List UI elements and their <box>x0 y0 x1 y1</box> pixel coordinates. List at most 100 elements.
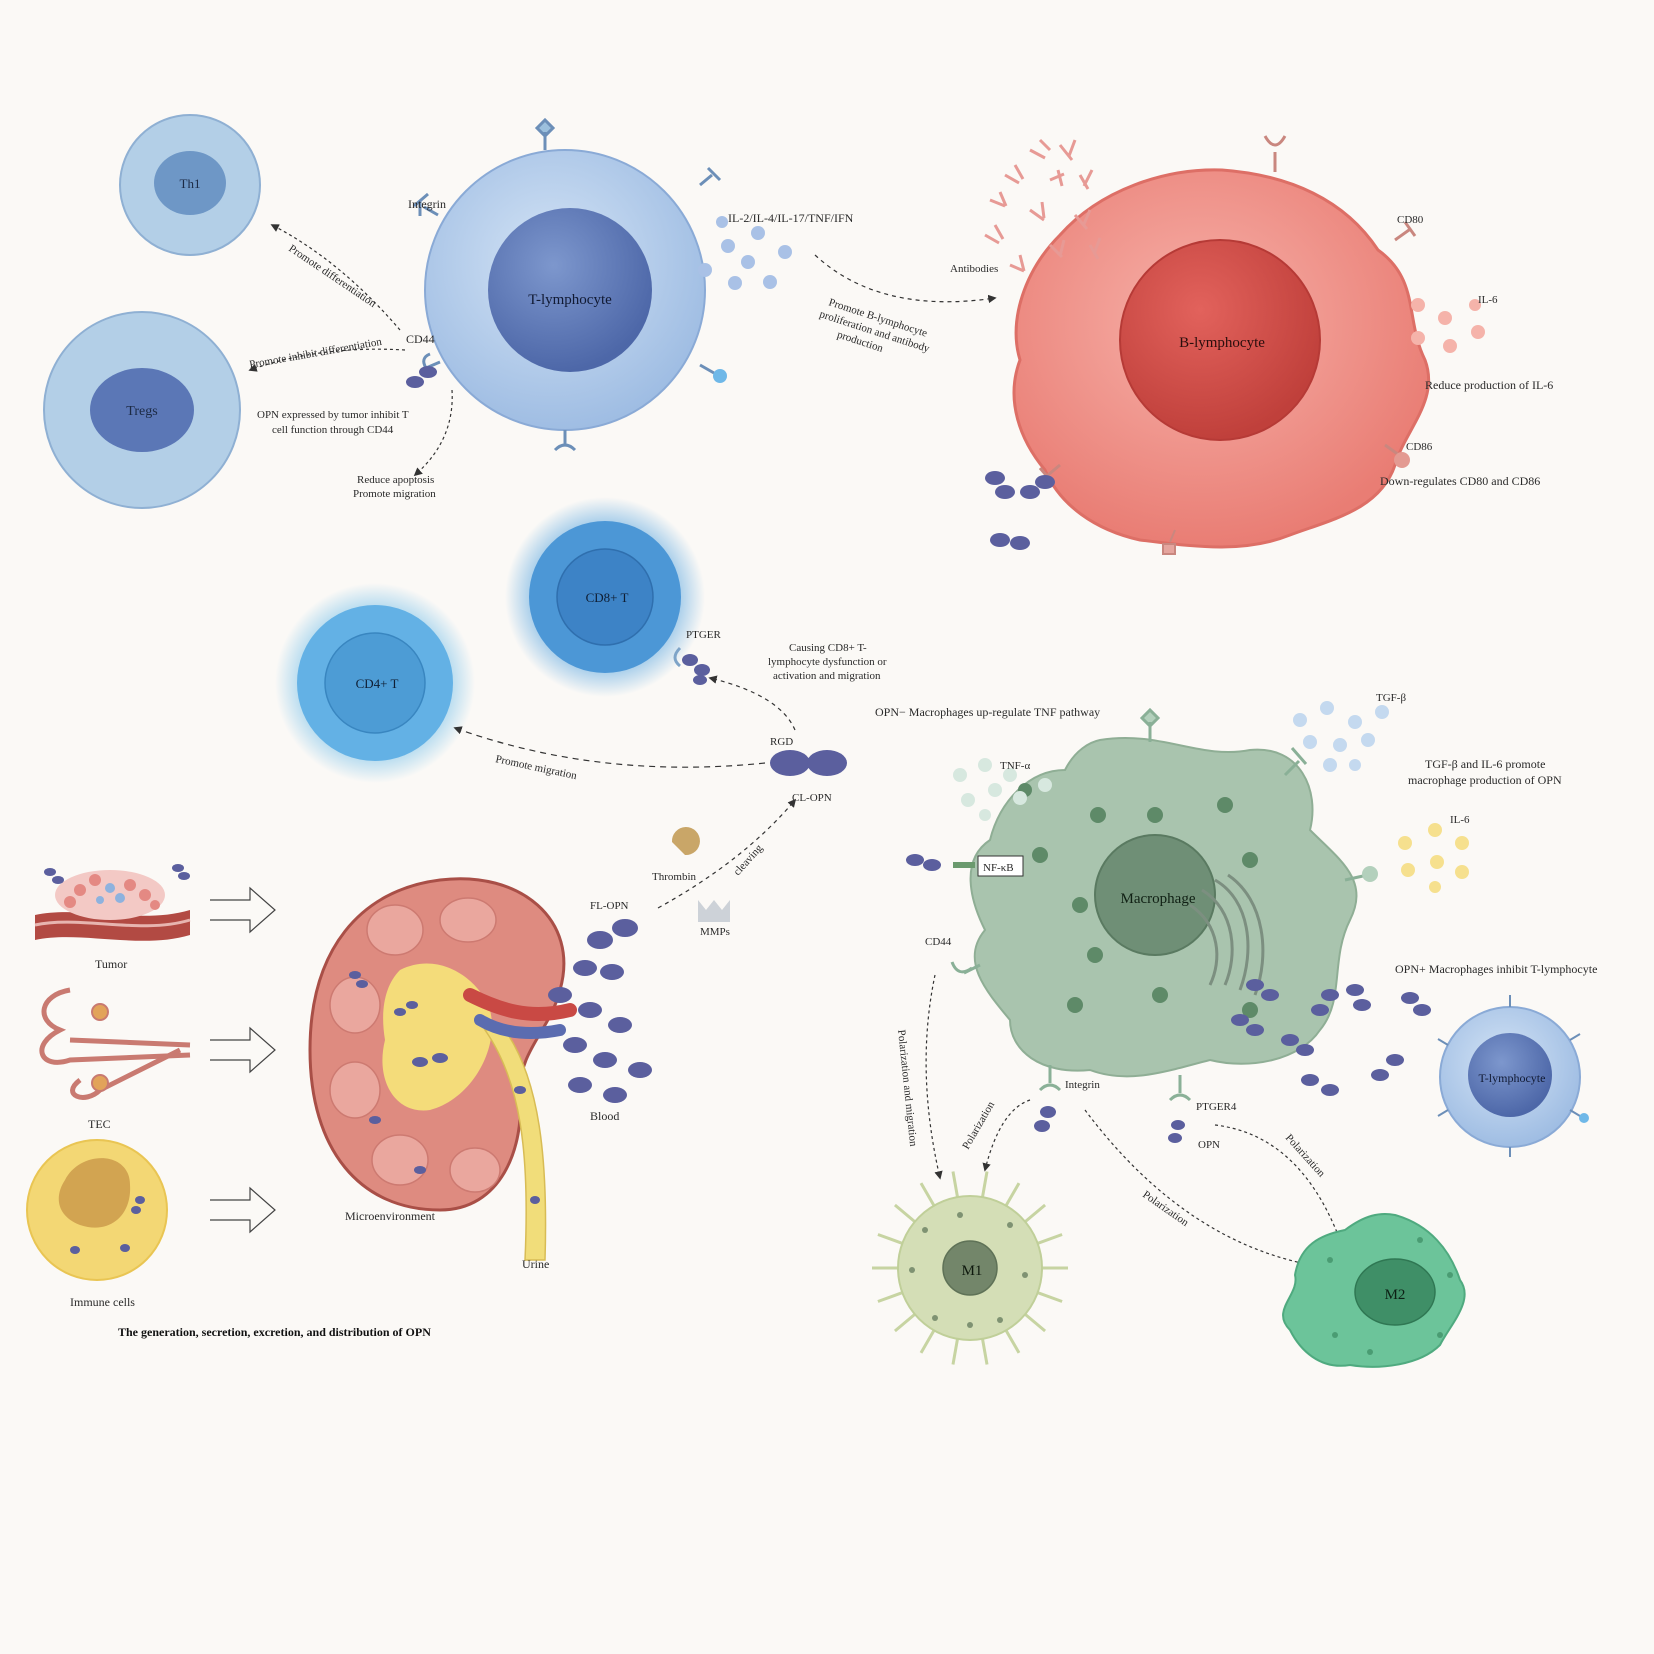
m1-spike <box>980 1171 989 1200</box>
ptger-opn <box>673 646 710 685</box>
urine-label: Urine <box>522 1257 549 1271</box>
integrin-opn <box>1034 1106 1185 1143</box>
tumor-label: Tumor <box>95 957 127 971</box>
il6-b-label: IL-6 <box>1478 294 1498 306</box>
cd86-label: CD86 <box>1406 441 1433 453</box>
nfkb-label: NF-κB <box>983 862 1014 874</box>
integrin-m-label: Integrin <box>1065 1079 1100 1091</box>
tregs-label: Tregs <box>126 404 157 419</box>
arrow-promote-diff <box>270 224 401 331</box>
il6-m-label: IL-6 <box>1450 814 1470 826</box>
cytokines-t-label: IL-2/IL-4/IL-17/TNF/IFN <box>728 211 854 225</box>
il6-m-dots <box>1398 823 1469 893</box>
mmps-label: MMPs <box>700 926 730 938</box>
macrophage-opn-cluster <box>1231 979 1431 1096</box>
immune-cell-illustration <box>26 1139 168 1281</box>
t-cytokine-dots <box>698 216 792 290</box>
macrophage-cell: Macrophage <box>950 707 1378 1102</box>
m2-label: M2 <box>1385 1287 1406 1303</box>
antibodies-cluster <box>984 138 1102 273</box>
cd80-label: CD80 <box>1397 214 1424 226</box>
m1-spike <box>893 1311 918 1333</box>
arrow-polarization-1 <box>982 1099 1031 1172</box>
rgd-label: RGD <box>770 736 793 748</box>
il6-b-dots <box>1411 298 1485 353</box>
tnf-label: TNF-α <box>1000 760 1030 772</box>
m1-spike <box>951 1336 960 1365</box>
tec-label: TEC <box>88 1117 111 1131</box>
blood-label: Blood <box>590 1109 619 1123</box>
source-arrows <box>210 886 276 1234</box>
th1-cell: Th1 <box>119 114 261 256</box>
promote-diff-label: Promote differentiation <box>286 243 378 311</box>
m1-spike <box>1022 1203 1047 1225</box>
cleaving-label: cleaving <box>731 842 765 878</box>
opn-minus-label: OPN− Macrophages up-regulate TNF pathway <box>875 705 1100 719</box>
cd44-t-label: CD44 <box>406 332 435 346</box>
opn-tumor-label-1: OPN expressed by tumor inhibit T <box>257 409 409 421</box>
reduce-il6-label: Reduce production of IL-6 <box>1425 378 1553 392</box>
nfkb-opn <box>906 854 941 871</box>
m2-cell: M2 <box>1282 1212 1466 1368</box>
m1-cell: M1 <box>872 1171 1068 1365</box>
tgf-il6-label-2: macrophage production of OPN <box>1408 773 1562 787</box>
polarization-migration-label: Polarization and migration <box>895 1029 919 1147</box>
m1-spike <box>951 1171 960 1200</box>
th1-label: Th1 <box>180 176 201 191</box>
arrow-reduce-apoptosis <box>413 389 453 477</box>
opn-m-label: OPN <box>1198 1139 1220 1151</box>
small-t-lymphocyte-cell: T-lymphocyte <box>1437 995 1589 1157</box>
tregs-cell: Tregs <box>43 311 241 509</box>
blood-opn-cluster <box>548 919 652 1103</box>
microenvironment-label: Microenvironment <box>345 1209 436 1223</box>
b-lymphocyte-label: B-lymphocyte <box>1179 335 1265 351</box>
opn-tumor-label-2: cell function through CD44 <box>272 424 394 436</box>
nfkb-box: NF-κB <box>977 855 1024 877</box>
kidney-illustration <box>308 877 577 1261</box>
causing-label-1: Causing CD8+ T- <box>789 642 867 654</box>
tec-illustration <box>39 987 191 1100</box>
m1-spike <box>919 1182 937 1209</box>
b-lymphocyte-cell: B-lymphocyte <box>1012 135 1431 555</box>
tgf-dots <box>1293 701 1389 772</box>
m1-spike <box>877 1290 905 1303</box>
cd44-m-label: CD44 <box>925 936 952 948</box>
arrow-polarization-3 <box>1214 1124 1342 1242</box>
thrombin-icon <box>671 827 700 856</box>
promote-inhibit-label: Promote inhibit differentiation <box>248 336 383 371</box>
mmps-icon <box>698 900 730 922</box>
arrow-cl-to-cd8 <box>708 675 796 731</box>
reduce-apoptosis-label: Reduce apoptosis <box>357 474 434 486</box>
m1-spike <box>919 1327 937 1354</box>
ptger-label: PTGER <box>686 629 722 641</box>
cl-opn-molecule <box>770 750 847 776</box>
m1-spike <box>1003 1327 1021 1354</box>
tgf-il6-label-1: TGF-β and IL-6 promote <box>1425 757 1545 771</box>
opn-plus-label: OPN+ Macrophages inhibit T-lymphocyte <box>1395 962 1597 976</box>
polarization-3-label: Polarization <box>1283 1132 1328 1180</box>
arrow-promote-inhibit <box>248 348 406 372</box>
arrow-fl-to-cl <box>657 798 797 909</box>
small-t-lymphocyte-label: T-lymphocyte <box>1479 1071 1546 1085</box>
cd8-cell: CD8+ T <box>505 497 705 697</box>
m1-spike <box>1022 1311 1047 1333</box>
arrow-polarization-migration <box>925 974 943 1180</box>
m1-spike <box>877 1233 905 1246</box>
cd4-label: CD4+ T <box>356 676 399 691</box>
arrow-polarization-2 <box>1084 1109 1332 1272</box>
generation-title: The generation, secretion, excretion, an… <box>118 1325 431 1339</box>
cd4-cell: CD4+ T <box>275 583 475 783</box>
thrombin-label: Thrombin <box>652 871 696 883</box>
t-lymphocyte-cell: T-lymphocyte <box>413 117 727 452</box>
causing-label-2: lymphocyte dysfunction or <box>768 656 887 668</box>
m1-spike <box>1035 1290 1063 1303</box>
fl-opn-label: FL-OPN <box>590 900 629 912</box>
antibodies-label: Antibodies <box>950 263 998 275</box>
m1-spike <box>893 1203 918 1225</box>
m1-label: M1 <box>962 1263 983 1279</box>
opn-molecule <box>406 366 437 388</box>
opn-near-b <box>985 471 1055 550</box>
downregulates-label: Down-regulates CD80 and CD86 <box>1380 474 1540 488</box>
